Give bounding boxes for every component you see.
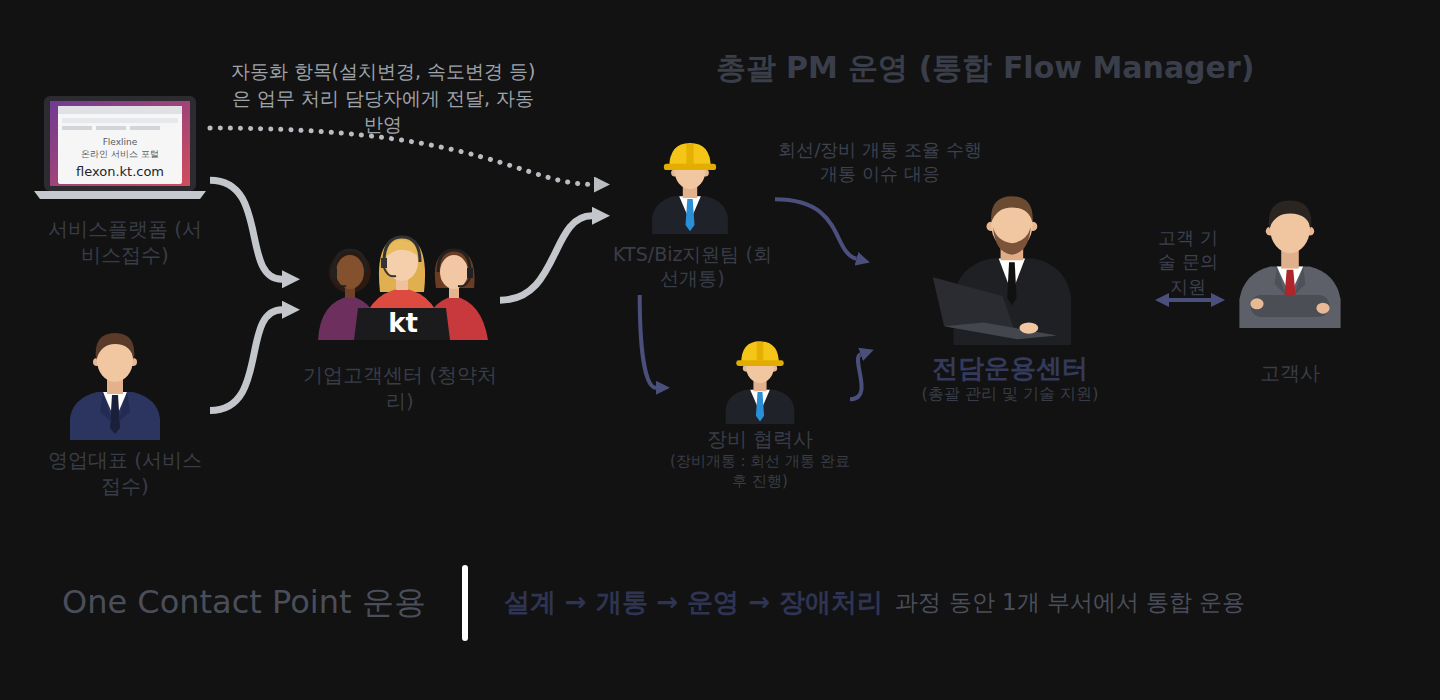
dotted-arrow xyxy=(210,128,594,185)
node-text: 고객사 xyxy=(1260,360,1320,386)
label-anchor: 자동화 항목(설치변경, 속도변경 등)은 업무 처리 담당자에게 전달, 자동… xyxy=(223,58,543,138)
figure-part xyxy=(34,191,206,199)
node-text: (장비개통 : 회선 개통 완료 후 진행) xyxy=(670,452,850,491)
label-anchor: Flexline xyxy=(58,137,182,148)
flow-arrow xyxy=(850,354,862,399)
flow-arrow xyxy=(640,295,656,388)
flow-arrow xyxy=(1169,298,1211,302)
pm-panel: 총괄 PM 운영 (통합 Flow Manager)KTS/Biz지원팀 (회선… xyxy=(598,112,1372,502)
engineer-figure xyxy=(726,341,795,424)
flow-arrow xyxy=(210,310,282,411)
client-node: 고객사 xyxy=(1225,180,1355,390)
edge-label: 자동화 항목(설치변경, 속도변경 등)은 업무 처리 담당자에게 전달, 자동… xyxy=(223,58,543,138)
node-text: 설계 → 개통 → 운영 → 장애처리 xyxy=(504,585,884,620)
figure-part xyxy=(58,106,182,114)
figure-part xyxy=(50,101,190,186)
screen-url: flexon.kt.com xyxy=(58,164,182,180)
partner-node: 장비 협력사(장비개통 : 회선 개통 완료 후 진행) xyxy=(670,330,850,495)
ops-center-circle: 전담운용센터(총괄 관리 및 기술 지원) xyxy=(865,155,1155,445)
node-text: One Contact Point 운용 xyxy=(62,581,426,625)
label-anchor: kt xyxy=(358,309,448,337)
kts-node: KTS/Biz지원팀 (회선개통) xyxy=(610,130,775,295)
screen-caption: 온라인 서비스 포털 xyxy=(58,149,182,160)
operator-figure xyxy=(933,196,1071,345)
edge-label: 고객 기술 문의 지원 xyxy=(1151,226,1225,299)
node-text: KTS/Biz지원팀 (회선개통) xyxy=(610,242,775,291)
edge-label: 회선/장비 개통 조율 수행 개통 이슈 대응 xyxy=(770,138,990,187)
node-text: 기업고객센터 (청약처리) xyxy=(300,362,500,414)
flow-arrow xyxy=(775,199,856,258)
flow-arrow xyxy=(210,180,282,279)
laptop-icon xyxy=(34,96,206,199)
screen-brand: Flexline xyxy=(58,137,182,148)
figure-part xyxy=(96,126,126,130)
node-text: 과정 동안 1개 부서에서 통합 운용 xyxy=(895,587,1245,618)
node-text: 전담운용센터 xyxy=(932,352,1088,385)
figure-part xyxy=(58,106,182,184)
node-text: 장비 협력사 xyxy=(707,426,813,452)
node-text: 영업대표 (서비스접수) xyxy=(40,447,210,499)
sales-rep-figure xyxy=(70,333,160,440)
figure-part xyxy=(44,96,196,191)
figure-part xyxy=(130,126,160,130)
node-text: (총괄 관리 및 기술 지원) xyxy=(922,384,1099,405)
laptop-logo: kt xyxy=(358,309,448,337)
label-anchor: flexon.kt.com xyxy=(58,164,182,180)
platform-node: 서비스플랫폼 (서비스접수) xyxy=(40,92,210,272)
client-figure xyxy=(1239,200,1340,328)
engineer-figure xyxy=(652,143,728,234)
node-text: 서비스플랫폼 (서비스접수) xyxy=(40,216,210,268)
contact-band: One Contact Point 운용 설계 → 개통 → 운영 → 장애처리 과… xyxy=(28,540,1385,665)
flow-arrow xyxy=(500,216,592,300)
label-anchor: 온라인 서비스 포털 xyxy=(58,149,182,160)
figure-part xyxy=(62,126,92,130)
sales-node: 영업대표 (서비스접수) xyxy=(40,318,210,503)
call-center-figure xyxy=(318,236,488,340)
band-divider xyxy=(462,565,468,641)
label-anchor: 고객 기술 문의 지원 xyxy=(1151,226,1225,299)
label-anchor: 회선/장비 개통 조율 수행 개통 이슈 대응 xyxy=(770,138,990,187)
node-text: 총괄 PM 운영 (통합 Flow Manager) xyxy=(598,48,1372,87)
figure-part xyxy=(62,118,178,123)
